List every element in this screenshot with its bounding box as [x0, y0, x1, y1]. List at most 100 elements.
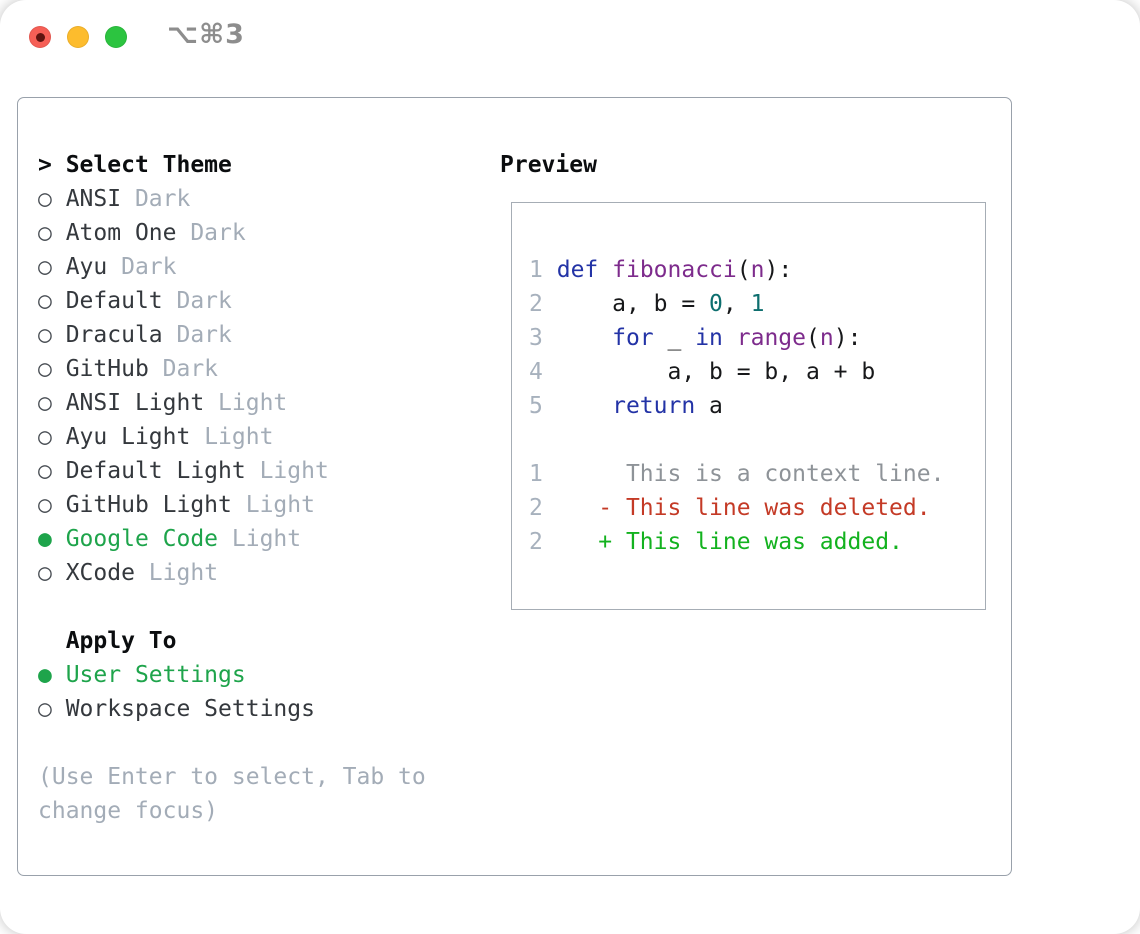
token-pl [598, 257, 612, 283]
theme-option-ayu-light[interactable]: ○ Ayu Light Light [38, 420, 426, 454]
line-number: 1 [529, 257, 543, 283]
theme-variant-label: Dark [162, 288, 232, 314]
radio-icon: ○ [38, 390, 52, 416]
token-add: + This line was added. [598, 529, 903, 555]
token-pl: _ [653, 325, 696, 351]
token-pl [543, 529, 598, 555]
token-pl [543, 257, 557, 283]
unsaved-dot-icon [35, 32, 45, 42]
diff-line: 1 This is a context line. [529, 457, 985, 491]
token-lit: 0 [709, 291, 723, 317]
line-number: 4 [529, 359, 543, 385]
token-pl [543, 495, 598, 521]
line-number: 2 [529, 529, 543, 555]
radio-icon: ○ [38, 254, 52, 280]
theme-option-default-light[interactable]: ○ Default Light Light [38, 454, 426, 488]
token-pl [543, 325, 612, 351]
theme-variant-label: Light [204, 390, 288, 416]
diff-line: 2 - This line was deleted. [529, 491, 985, 525]
token-pl [543, 393, 612, 419]
theme-option-dracula[interactable]: ○ Dracula Dark [38, 318, 426, 352]
radio-icon: ○ [38, 492, 52, 518]
theme-option-xcode[interactable]: ○ XCode Light [38, 556, 426, 590]
theme-option-atom-one[interactable]: ○ Atom One Dark [38, 216, 426, 250]
theme-name: Ayu [51, 254, 108, 280]
line-number: 2 [529, 495, 543, 521]
theme-name: Atom One [51, 220, 177, 246]
diff-line: 2 + This line was added. [529, 525, 985, 559]
code-line: 5 return a [529, 389, 985, 423]
token-pl: ): [833, 325, 862, 351]
zoom-button[interactable] [105, 26, 127, 48]
theme-list: ○ ANSI Dark○ Atom One Dark○ Ayu Dark○ De… [38, 182, 426, 590]
apply-name: User Settings [51, 662, 246, 688]
preview-column: Preview 1 def fibonacci(n):2 a, b = 0, 1… [500, 148, 986, 610]
theme-name: Default [51, 288, 163, 314]
line-number: 5 [529, 393, 543, 419]
select-theme-header: > Select Theme [38, 148, 426, 182]
token-fn: n [750, 257, 765, 283]
theme-option-google-code[interactable]: ● Google Code Light [38, 522, 426, 556]
titlebar: ⌥⌘3 [0, 0, 1140, 74]
token-pl [723, 325, 737, 351]
theme-name: XCode [51, 560, 135, 586]
radio-icon: ○ [38, 288, 52, 314]
diff-preview: 1 This is a context line.2 - This line w… [529, 457, 985, 559]
cursor-marker: > [38, 152, 66, 178]
token-fn: range [736, 325, 807, 351]
theme-name: Ayu Light [51, 424, 191, 450]
theme-option-github-light[interactable]: ○ GitHub Light Light [38, 488, 426, 522]
theme-option-ayu[interactable]: ○ Ayu Dark [38, 250, 426, 284]
apply-to-header: Apply To [38, 624, 426, 658]
token-pl: , [722, 291, 751, 317]
theme-option-ansi[interactable]: ○ ANSI Dark [38, 182, 426, 216]
theme-name: GitHub [51, 356, 149, 382]
apply-name: Workspace Settings [51, 696, 315, 722]
line-number: 2 [529, 291, 543, 317]
radio-icon: ○ [38, 186, 52, 212]
apply-option-workspace-settings[interactable]: ○ Workspace Settings [38, 692, 426, 726]
token-pl: ( [736, 257, 751, 283]
minimize-button[interactable] [67, 26, 89, 48]
theme-variant-label: Dark [162, 322, 232, 348]
token-pl: a [695, 393, 723, 419]
apply-to-label: Apply To [38, 628, 177, 654]
apply-option-user-settings[interactable]: ● User Settings [38, 658, 426, 692]
theme-variant-label: Light [190, 424, 274, 450]
token-kw: def [556, 257, 599, 283]
token-kw: for [612, 325, 654, 351]
help-text: (Use Enter to select, Tab to change focu… [38, 760, 426, 828]
code-line: 1 def fibonacci(n): [529, 253, 985, 287]
preview-header: Preview [500, 152, 597, 178]
token-ctx: This is a context line. [542, 461, 945, 487]
theme-option-github[interactable]: ○ GitHub Dark [38, 352, 426, 386]
radio-icon: ○ [38, 356, 52, 382]
radio-icon: ○ [38, 458, 52, 484]
token-del: - This line was deleted. [598, 495, 931, 521]
theme-name: ANSI Light [51, 390, 205, 416]
theme-variant-label: Light [218, 526, 302, 552]
theme-variant-label: Dark [121, 186, 191, 212]
token-pl: a, b = b, a + b [542, 359, 876, 385]
radio-icon: ○ [38, 696, 52, 722]
close-button[interactable] [29, 26, 51, 48]
code-line: 2 a, b = 0, 1 [529, 287, 985, 321]
select-theme-label: Select Theme [65, 152, 232, 178]
apply-to-list: ● User Settings○ Workspace Settings [38, 658, 426, 726]
theme-name: Google Code [51, 526, 219, 552]
theme-name: Dracula [51, 322, 163, 348]
token-pl: ( [806, 325, 820, 351]
theme-variant-label: Light [231, 492, 315, 518]
theme-option-default[interactable]: ○ Default Dark [38, 284, 426, 318]
spacer [38, 590, 426, 624]
help-line-1: (Use Enter to select, Tab to [38, 764, 426, 790]
token-pl: ): [764, 257, 793, 283]
token-kw: return [612, 393, 696, 419]
radio-icon: ○ [38, 560, 52, 586]
radio-selected-icon: ● [38, 526, 52, 552]
theme-option-ansi-light[interactable]: ○ ANSI Light Light [38, 386, 426, 420]
code-line: 4 a, b = b, a + b [529, 355, 985, 389]
theme-name: GitHub Light [51, 492, 232, 518]
